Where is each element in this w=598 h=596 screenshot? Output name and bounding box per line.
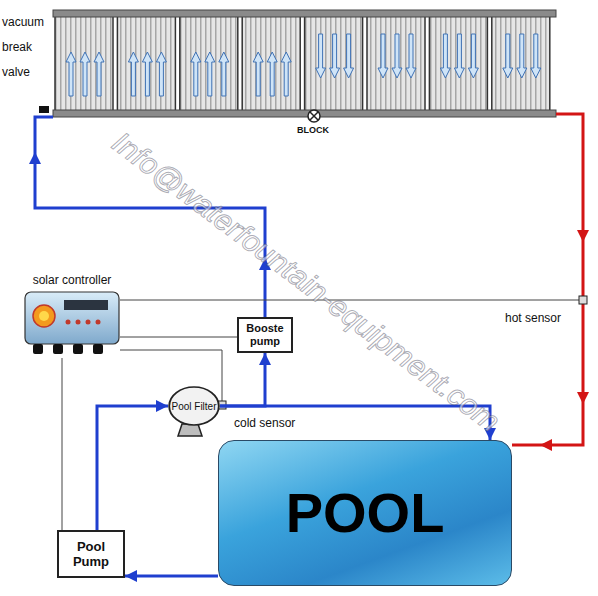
controller-body — [25, 292, 119, 344]
header-pipe — [53, 10, 556, 17]
flow-arrow — [94, 52, 104, 96]
cable-gland — [93, 344, 103, 354]
header-pipe — [53, 110, 556, 117]
part-label: vacuum break valve — [2, 10, 54, 85]
pump-box: Pool Pump — [57, 530, 125, 578]
flow-arrow — [468, 34, 478, 78]
flow-arrow — [330, 34, 340, 78]
filter-tank: Pool Filter — [168, 386, 220, 426]
solar-panel — [492, 14, 550, 114]
flow-arrow — [316, 34, 326, 78]
sensor-label: hot sensor — [505, 311, 561, 325]
cable-gland — [33, 344, 43, 354]
flow-arrow — [517, 34, 527, 78]
flow-arrow — [128, 52, 138, 96]
node-text: Booste pump — [239, 322, 291, 348]
flow-arrow — [142, 52, 152, 96]
sensor-label: cold sensor — [234, 416, 295, 430]
flow-arrow — [253, 52, 263, 96]
flow-arrow — [503, 34, 513, 78]
water-pipe — [125, 575, 218, 578]
cable-gland — [73, 344, 83, 354]
solar-panel — [117, 14, 175, 114]
flow-arrow — [392, 34, 402, 78]
solar-panels — [55, 14, 550, 114]
flow-arrow — [66, 52, 76, 96]
cable-gland — [53, 344, 63, 354]
controller-logo — [33, 305, 55, 327]
control-wire — [120, 337, 237, 338]
controller-device: solar controller — [24, 272, 120, 358]
controller-led — [76, 320, 81, 325]
flow-arrow — [267, 52, 277, 96]
controller-device — [24, 288, 120, 356]
controller-led — [96, 320, 101, 325]
controller-display — [64, 300, 108, 310]
pool-basin: POOL — [218, 440, 512, 586]
flow-arrow — [191, 52, 201, 96]
filter-stand — [178, 424, 202, 436]
flow-arrow — [531, 34, 541, 78]
flow-arrow — [80, 52, 90, 96]
node-text: Pool Pump — [59, 539, 123, 569]
water-pipe — [220, 353, 265, 406]
flow-arrow — [577, 392, 589, 404]
solar-panel — [305, 14, 363, 114]
solar-panel — [55, 14, 113, 114]
watermark: Info@waterfountain-equipment.com — [106, 125, 506, 438]
water-pipe — [97, 406, 168, 530]
flow-arrow — [406, 34, 416, 78]
flow-arrow — [440, 34, 450, 78]
node-text: solar controller — [33, 272, 112, 288]
controller-led — [66, 320, 71, 325]
controller-logo — [39, 311, 49, 321]
solar-panel — [180, 14, 238, 114]
flow-arrow — [156, 52, 166, 96]
solar-panel — [367, 14, 425, 114]
solar-panel — [242, 14, 300, 114]
flow-arrow — [205, 52, 215, 96]
flow-arrow — [454, 34, 464, 78]
flow-arrow — [577, 230, 589, 242]
node-text: Pool Filter — [169, 401, 218, 412]
control-wire — [62, 358, 63, 530]
filter-outline — [169, 387, 219, 425]
block-valve — [310, 112, 318, 120]
flow-arrow — [281, 52, 291, 96]
vacuum-valve — [39, 106, 49, 113]
hot-sensor — [579, 296, 587, 304]
block-valve — [308, 110, 320, 122]
flow-arrow — [378, 34, 388, 78]
flow-arrow — [344, 34, 354, 78]
flow-arrow — [540, 439, 552, 451]
flow-arrow — [29, 152, 41, 164]
controller-led — [86, 320, 91, 325]
node-text: POOL — [286, 481, 445, 545]
flow-arrow — [219, 52, 229, 96]
pump-box: Booste pump — [237, 317, 293, 353]
return-pipe — [512, 114, 583, 445]
part-label: BLOCK — [297, 125, 329, 136]
solar-panel — [429, 14, 487, 114]
